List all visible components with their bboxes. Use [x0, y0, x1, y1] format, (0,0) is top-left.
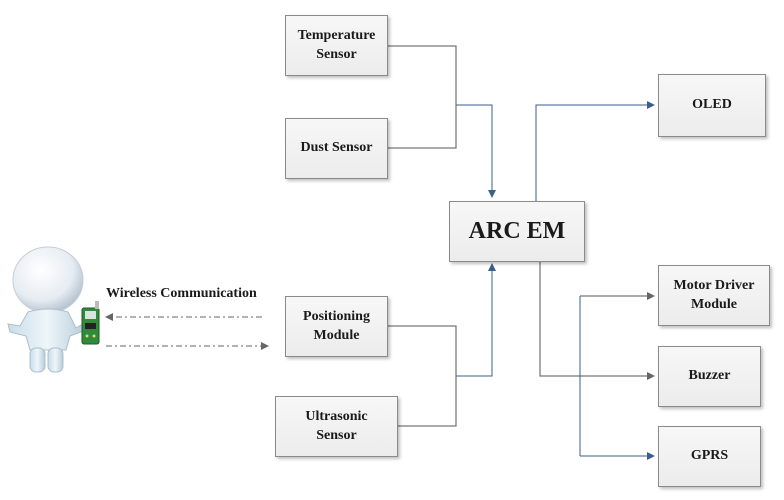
block-label: Buzzer: [688, 368, 731, 384]
block-oled: OLED: [658, 74, 766, 137]
block-buzzer: Buzzer: [658, 346, 761, 407]
wire-ultrasonic: [398, 376, 457, 427]
block-gprs: GPRS: [658, 426, 761, 487]
block-label: Motor Driver Module: [673, 278, 755, 312]
wire-arc-to-oled: [535, 101, 655, 201]
wire-dust: [388, 105, 457, 149]
block-positioning-module: Positioning Module: [285, 296, 388, 357]
block-label: Dust Sensor: [300, 140, 373, 156]
block-label: ARC EM: [468, 217, 566, 244]
block-label: OLED: [692, 97, 732, 113]
block-dust-sensor: Dust Sensor: [285, 118, 388, 179]
wire-sensors-to-arc: [456, 104, 496, 198]
wire-temperature: [388, 45, 457, 105]
block-label: Positioning Module: [303, 309, 370, 343]
wire-modules-to-arc: [456, 263, 496, 377]
block-label: Ultrasonic Sensor: [305, 409, 368, 443]
wireless-communication-label: Wireless Communication: [106, 286, 257, 301]
block-label: GPRS: [690, 448, 729, 464]
wireless-module-icon: [81, 301, 100, 345]
block-arc-em: ARC EM: [449, 201, 585, 262]
block-temperature-sensor: Temperature Sensor: [285, 15, 388, 76]
block-label: Temperature Sensor: [297, 28, 376, 62]
block-motor-driver-module: Motor Driver Module: [658, 265, 770, 326]
wire-arc-down: [539, 262, 655, 380]
wire-positioning: [388, 325, 457, 376]
block-ultrasonic-sensor: Ultrasonic Sensor: [275, 396, 398, 457]
person-figure-icon: [7, 246, 87, 373]
